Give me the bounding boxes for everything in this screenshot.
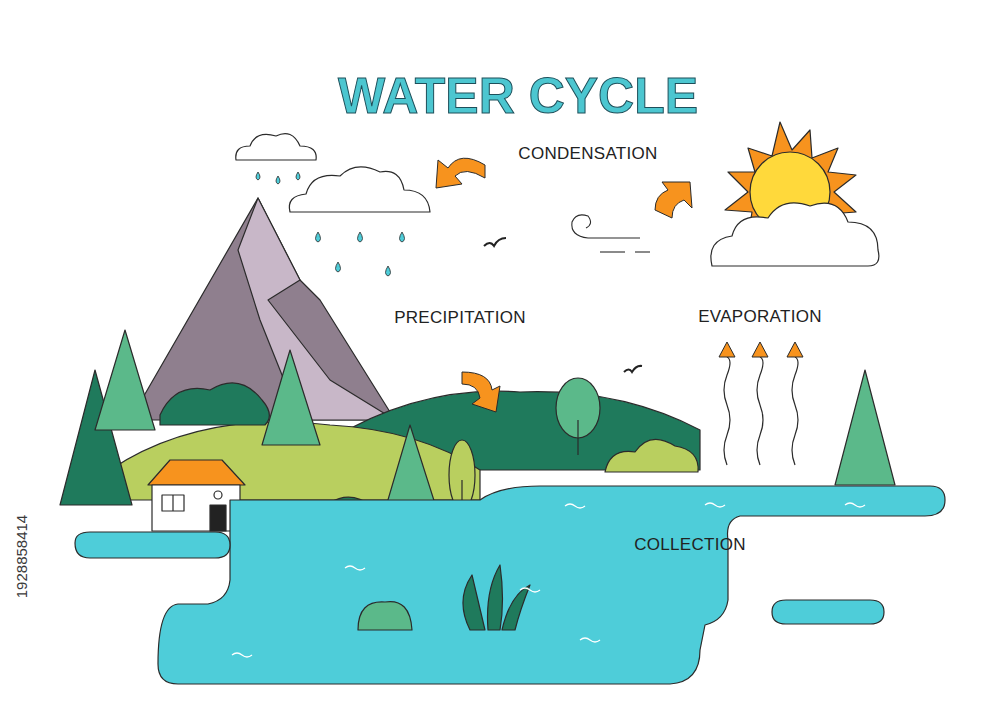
stage-label: EVAPORATION [698, 307, 822, 327]
stage-label: CONDENSATION [518, 144, 657, 164]
diagram-title: WATER CYCLE [338, 67, 698, 125]
stage-label: COLLECTION [634, 535, 746, 555]
watermark-number: 1928858414 [14, 514, 31, 597]
stage-label: PRECIPITATION [394, 308, 526, 328]
